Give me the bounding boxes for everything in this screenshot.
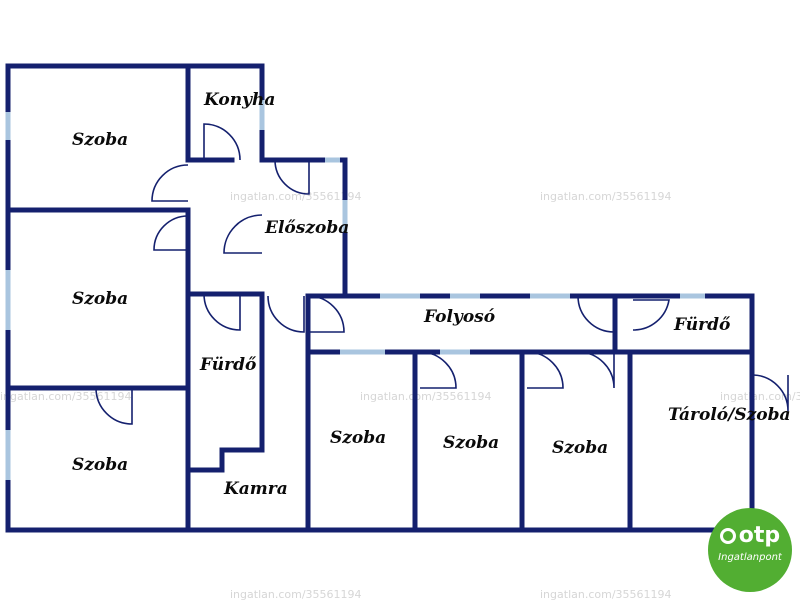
logo-subtitle: Ingatlanpont — [718, 552, 782, 563]
room-label-szoba: Szoba — [330, 428, 386, 448]
door-arc — [577, 295, 615, 333]
door-arc — [223, 214, 263, 254]
room-label-furdo: Fürdő — [199, 355, 257, 375]
room-label-eloszoba: Előszoba — [264, 218, 349, 238]
watermark: ingatlan.com/35561194 — [0, 390, 132, 403]
room-label-szoba: Szoba — [72, 289, 128, 309]
door-arc — [526, 351, 564, 389]
door-arc — [632, 299, 670, 331]
door-arc — [95, 387, 133, 425]
door-arc — [267, 295, 305, 333]
logo-brand: otp — [708, 524, 792, 548]
door-arc — [577, 351, 615, 389]
room-label-konyha: Konyha — [203, 90, 275, 110]
room-label-furdo: Fürdő — [673, 315, 731, 335]
room-label-szoba: Szoba — [72, 455, 128, 475]
doors — [95, 123, 789, 425]
watermark: ingatlan.com/35561194 — [720, 390, 800, 403]
room-labels: Szoba Szoba Szoba Konyha Előszoba Fürdő … — [72, 90, 791, 499]
door-arc — [274, 159, 310, 195]
room-label-szoba: Szoba — [72, 130, 128, 150]
door-arc — [307, 295, 345, 333]
room-label-tarolo: Tároló/Szoba — [668, 405, 791, 425]
watermark: ingatlan.com/35561194 — [230, 588, 362, 600]
door-arc — [751, 374, 789, 412]
room-label-szoba: Szoba — [552, 438, 608, 458]
watermark: ingatlan.com/35561194 — [230, 190, 362, 203]
door-arc — [203, 123, 241, 161]
watermark: ingatlan.com/35561194 — [540, 588, 672, 600]
room-label-kamra: Kamra — [223, 479, 288, 499]
door-arc — [151, 164, 189, 202]
room-label-folyoso: Folyosó — [423, 307, 495, 327]
door-arc — [419, 351, 457, 389]
watermark: ingatlan.com/35561194 — [360, 390, 492, 403]
room-label-szoba: Szoba — [443, 433, 499, 453]
watermarks: ingatlan.com/35561194 ingatlan.com/35561… — [0, 190, 800, 600]
otp-ingatlanpont-logo: otp Ingatlanpont — [708, 508, 792, 592]
door-arc — [203, 293, 241, 331]
windows — [5, 100, 705, 480]
door-arc — [153, 215, 189, 251]
watermark: ingatlan.com/35561194 — [540, 190, 672, 203]
